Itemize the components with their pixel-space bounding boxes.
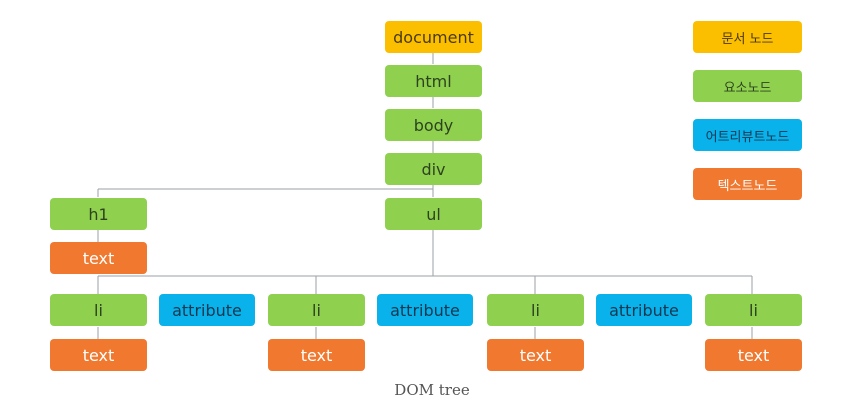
legend-attribute-node: 어트리뷰트노드 bbox=[693, 119, 802, 151]
node-li-2-text: text bbox=[268, 339, 365, 371]
node-h1: h1 bbox=[50, 198, 147, 230]
node-li-3: li bbox=[487, 294, 584, 326]
legend-text-node: 텍스트노드 bbox=[693, 168, 802, 200]
node-li-4-text: text bbox=[705, 339, 802, 371]
node-document: document bbox=[385, 21, 482, 53]
node-h1-text: text bbox=[50, 242, 147, 274]
node-li-1: li bbox=[50, 294, 147, 326]
node-ul: ul bbox=[385, 198, 482, 230]
node-li-3-text: text bbox=[487, 339, 584, 371]
legend-document-node: 문서 노드 bbox=[693, 21, 802, 53]
node-li-1-text: text bbox=[50, 339, 147, 371]
node-li-2: li bbox=[268, 294, 365, 326]
node-li-4: li bbox=[705, 294, 802, 326]
node-li-2-attribute: attribute bbox=[377, 294, 473, 326]
legend-element-node: 요소노드 bbox=[693, 70, 802, 102]
node-div: div bbox=[385, 153, 482, 185]
node-li-3-attribute: attribute bbox=[596, 294, 692, 326]
diagram-caption: DOM tree bbox=[394, 381, 470, 399]
node-body: body bbox=[385, 109, 482, 141]
node-li-1-attribute: attribute bbox=[159, 294, 255, 326]
node-html: html bbox=[385, 65, 482, 97]
